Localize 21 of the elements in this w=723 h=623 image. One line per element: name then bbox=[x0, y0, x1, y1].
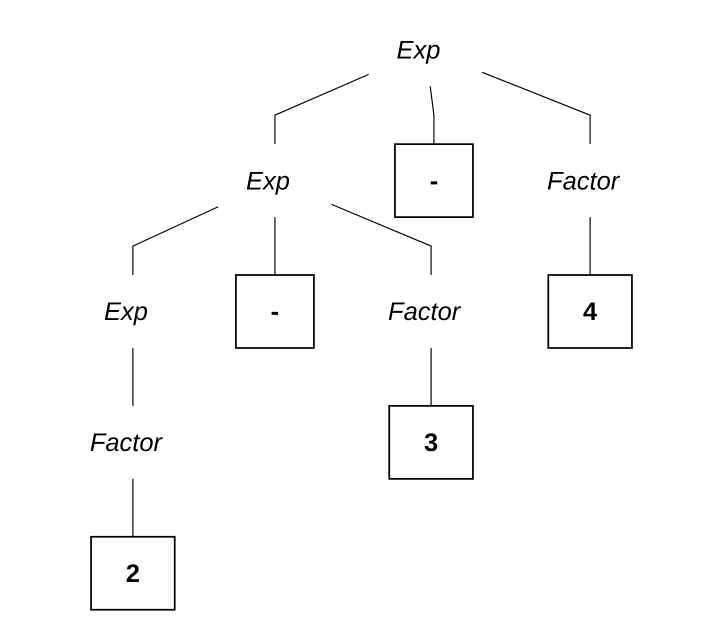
node-text: Exp bbox=[396, 35, 440, 64]
node-text: Factor bbox=[90, 428, 162, 457]
connector bbox=[482, 72, 591, 144]
node-text: Exp bbox=[246, 166, 290, 196]
node-box: 2 bbox=[90, 536, 176, 611]
connector bbox=[132, 478, 134, 537]
node-text: Factor bbox=[388, 297, 460, 326]
connector bbox=[430, 86, 435, 144]
connector bbox=[132, 348, 134, 406]
node-text: Exp bbox=[104, 297, 148, 326]
connector bbox=[430, 348, 432, 406]
connector bbox=[274, 74, 369, 144]
node-text: Factor bbox=[547, 166, 620, 196]
connector bbox=[274, 217, 276, 276]
connector bbox=[132, 206, 218, 276]
node-box: 4 bbox=[547, 274, 633, 349]
node-box: 3 bbox=[388, 405, 474, 480]
node-box: - bbox=[394, 143, 474, 218]
connector bbox=[331, 204, 432, 276]
connector bbox=[590, 217, 591, 276]
node-box: - bbox=[235, 274, 315, 349]
